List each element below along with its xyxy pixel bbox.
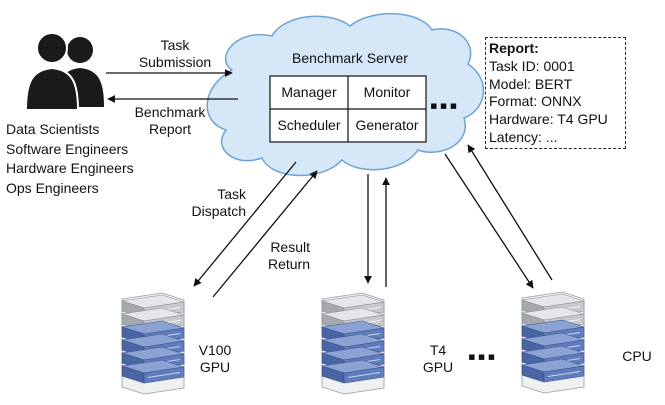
more-components-ellipsis: ▪▪▪ xyxy=(430,93,460,118)
component-grid xyxy=(269,75,427,143)
cpu-dispatch-arrow xyxy=(444,153,534,289)
v100-server-icon xyxy=(122,293,184,394)
cpu-label: CPU xyxy=(622,348,652,364)
users-icon xyxy=(24,32,104,111)
cpu-server-icon xyxy=(522,292,584,393)
report-format: Format: ONNX xyxy=(489,93,582,110)
report-box: Report: Task ID: 0001 Model: BERT Format… xyxy=(485,37,626,149)
role-data-scientists: Data Scientists xyxy=(6,121,100,137)
report-task-id: Task ID: 0001 xyxy=(489,57,575,74)
more-nodes-ellipsis: ▪▪▪ xyxy=(468,344,498,369)
cpu-return-arrow xyxy=(467,144,553,281)
task-dispatch-arrow xyxy=(193,161,297,287)
report-model: Model: BERT xyxy=(489,75,572,92)
user-roles: Data Scientists Software Engineers Hardw… xyxy=(6,120,134,198)
report-latency: Latency: ... xyxy=(489,128,558,145)
report-title: Report: xyxy=(489,40,539,56)
report-hardware: Hardware: T4 GPU xyxy=(489,111,608,128)
role-software-engineers: Software Engineers xyxy=(6,140,129,157)
t4-server-icon xyxy=(322,293,384,394)
component-manager: Manager xyxy=(281,84,337,100)
server-title: Benchmark Server xyxy=(292,50,408,66)
component-scheduler: Scheduler xyxy=(277,117,341,133)
component-monitor: Monitor xyxy=(363,84,411,100)
role-ops-engineers: Ops Engineers xyxy=(6,179,99,196)
component-generator: Generator xyxy=(355,117,419,133)
result-return-arrow xyxy=(212,170,318,298)
role-hardware-engineers: Hardware Engineers xyxy=(6,160,134,176)
